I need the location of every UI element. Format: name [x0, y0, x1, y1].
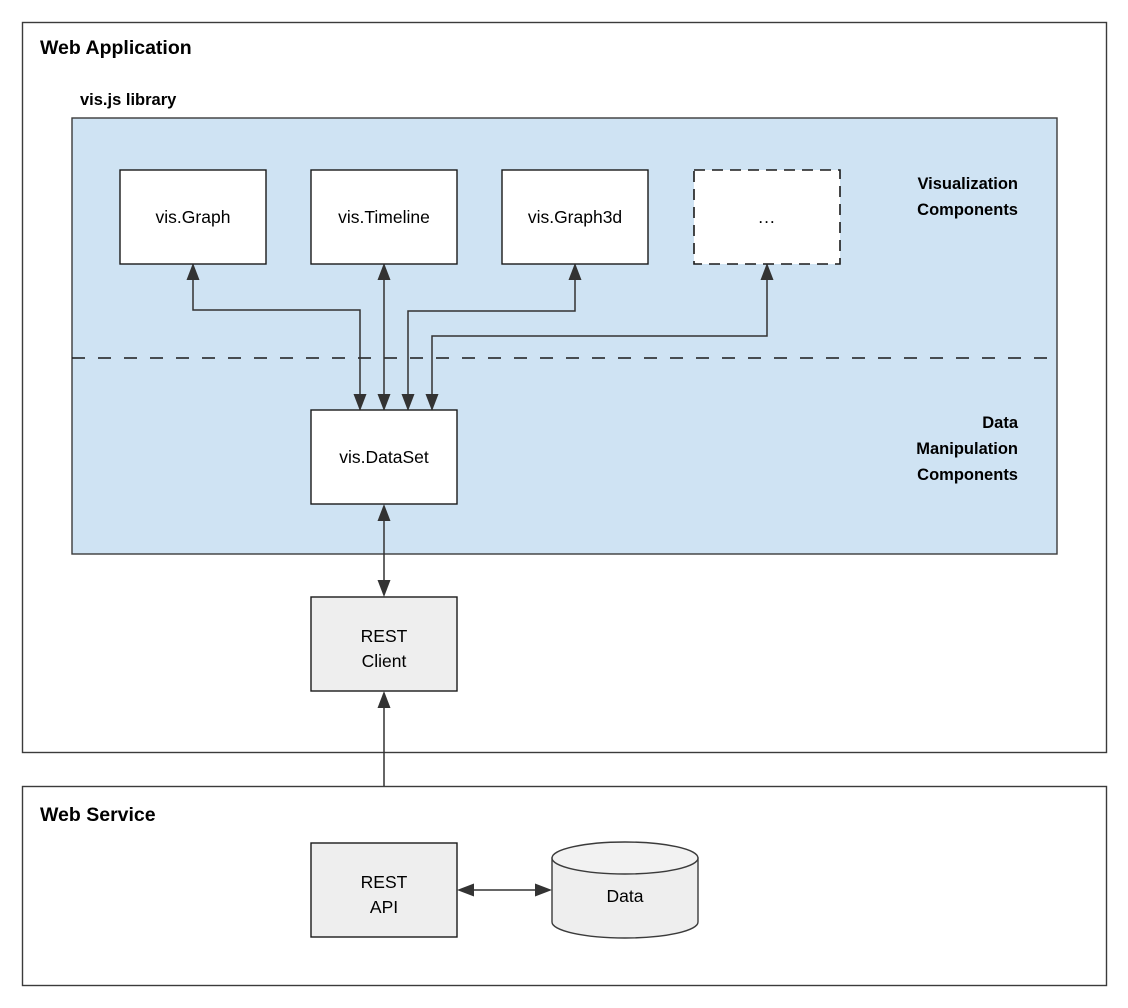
component-more-components-label: ... [758, 207, 776, 227]
svg-text:Data: Data [982, 414, 1019, 432]
component-vis-graph3d-label: vis.Graph3d [528, 207, 622, 227]
connector-dataset-rest-client [377, 504, 391, 597]
component-rest-client-label-line1: REST [361, 626, 408, 646]
component-rest-client[interactable]: REST Client [310, 596, 458, 692]
svg-text:Manipulation: Manipulation [916, 440, 1018, 458]
connector-rest-api-data-store [457, 883, 552, 897]
svg-text:Visualization: Visualization [917, 175, 1018, 193]
component-vis-dataset-label: vis.DataSet [339, 447, 429, 467]
svg-text:Components: Components [917, 466, 1018, 484]
connector-vis-timeline-dataset [377, 263, 391, 411]
container-web-service-label: Web Service [40, 804, 156, 826]
component-rest-api[interactable]: REST API [310, 842, 458, 938]
component-vis-timeline[interactable]: vis.Timeline [310, 169, 458, 265]
svg-text:Components: Components [917, 201, 1018, 219]
component-vis-dataset[interactable]: vis.DataSet [310, 409, 458, 505]
component-vis-graph-label: vis.Graph [156, 207, 231, 227]
component-vis-timeline-label: vis.Timeline [338, 207, 430, 227]
component-rest-api-label-line2: API [370, 897, 398, 917]
library-panel-label: vis.js library [80, 91, 177, 109]
component-data-store-label: Data [607, 886, 644, 906]
component-vis-graph[interactable]: vis.Graph [119, 169, 267, 265]
component-data-store[interactable]: Data [551, 841, 699, 939]
component-more-components[interactable]: ... [693, 169, 841, 265]
connector-vis-graph-dataset [186, 263, 367, 411]
container-web-application-label: Web Application [40, 37, 192, 59]
component-vis-graph3d[interactable]: vis.Graph3d [501, 169, 649, 265]
component-rest-client-label-line2: Client [362, 651, 407, 671]
component-rest-api-label-line1: REST [361, 872, 408, 892]
connector-vis-graph3d-dataset [401, 263, 582, 411]
connector-more-components-dataset [425, 263, 774, 411]
data-manipulation-components-label: Data Manipulation Components [916, 414, 1019, 484]
visualization-components-label: Visualization Components [917, 175, 1018, 219]
